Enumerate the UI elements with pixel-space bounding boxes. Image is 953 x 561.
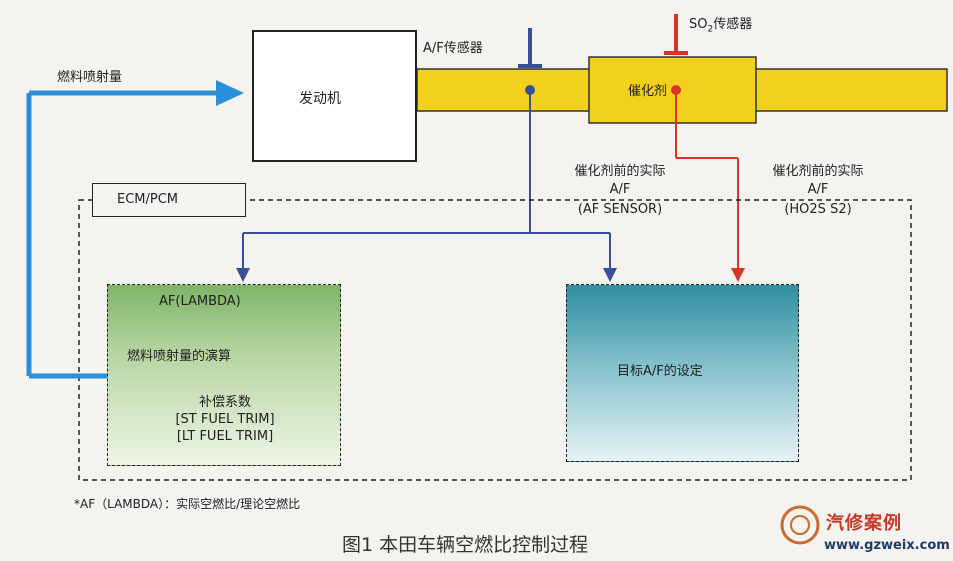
calc-st-fuel-trim: [ST FUEL TRIM] (175, 412, 275, 427)
af-signal-path (242, 90, 611, 272)
o2-sensor-label-suffix: 传感器 (713, 17, 753, 32)
target-af-label: 目标A/F的设定 (617, 364, 703, 379)
calc-trim-title: 补偿系数 (198, 395, 251, 410)
fuel-injection-path (26, 90, 218, 379)
catalyst-label: 催化剂 (628, 84, 668, 99)
footnote: *AF（LAMBDA）：实际空燃比/理论空燃比 (74, 497, 301, 511)
ho2s-signal-text: 催化剂前的实际 A/F (HO2S S2) (753, 163, 883, 219)
calc-af-lambda: AF(LAMBDA) (159, 294, 241, 309)
af-signal-line1: 催化剂前的实际 (574, 164, 666, 179)
fuel-arrow-head (216, 80, 244, 106)
ho2s-signal-line3: (HO2S S2) (784, 202, 852, 217)
target-af-box (566, 284, 799, 462)
af-arrow-to-target (603, 268, 617, 282)
af-arrow-to-calc (236, 268, 250, 282)
figure-caption: 图1 本田车辆空燃比控制过程 (342, 534, 589, 556)
engine-label: 发动机 (299, 91, 341, 107)
af-signal-line2: A/F (609, 182, 631, 197)
o2-sensor-label-prefix: SO (689, 17, 708, 32)
ho2s-signal-line2: A/F (807, 182, 829, 197)
ho2s-signal-line1: 催化剂前的实际 (772, 164, 864, 179)
af-sensor-probe (518, 28, 542, 95)
watermark-name: 汽修案例 (826, 513, 902, 534)
o2-arrow-to-target (731, 268, 745, 282)
af-sensor-label: A/F传感器 (423, 41, 483, 56)
ecm-boundary (78, 199, 912, 481)
fuel-calc-box (107, 284, 341, 466)
o2-signal-path (675, 90, 739, 272)
af-signal-line3: (AF SENSOR) (577, 202, 663, 217)
engine-box (252, 30, 417, 162)
o2-sensor-label: SO2传感器 (689, 13, 752, 35)
af-signal-text: 催化剂前的实际 A/F (AF SENSOR) (560, 163, 680, 219)
calc-trim-text: 补偿系数 [ST FUEL TRIM] [LT FUEL TRIM] (160, 394, 290, 445)
fuel-injection-label: 燃料喷射量 (57, 70, 123, 85)
ecm-label: ECM/PCM (117, 192, 179, 207)
calc-fuel-injection: 燃料喷射量的演算 (127, 349, 232, 364)
watermark-site: www.gzweix.com (824, 538, 950, 553)
ecm-label-box (92, 183, 246, 217)
o2-sensor-label-sub: 2 (707, 24, 714, 35)
calc-lt-fuel-trim: [LT FUEL TRIM] (176, 429, 274, 444)
